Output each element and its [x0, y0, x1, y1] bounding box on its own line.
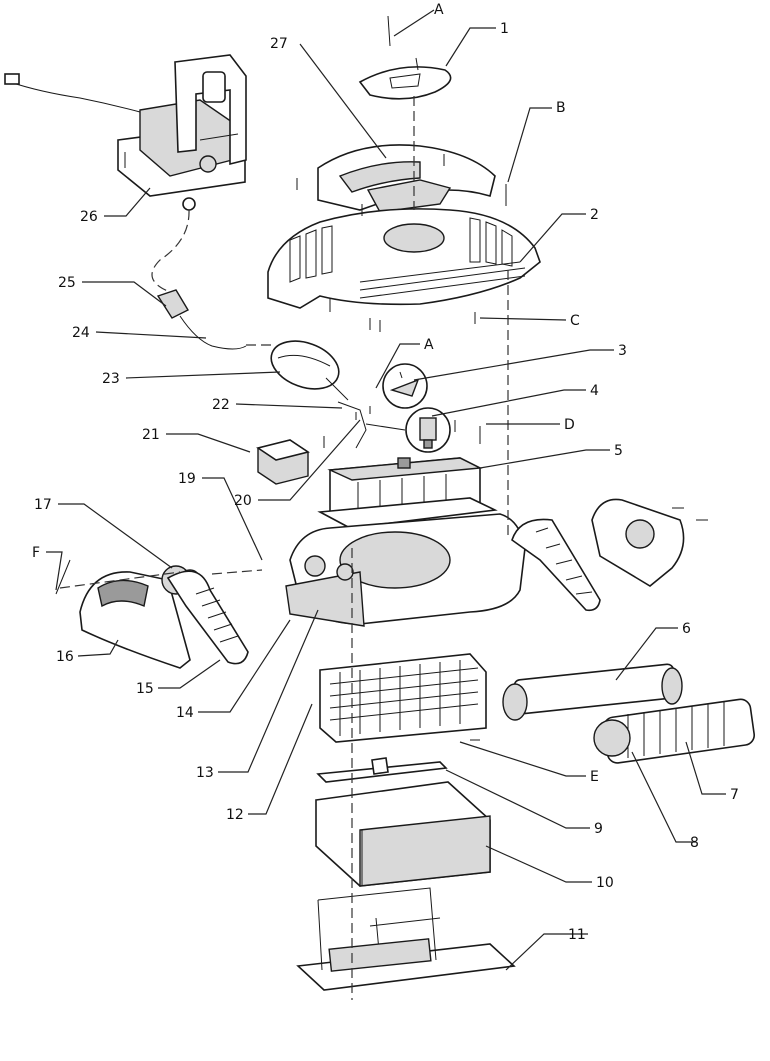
callout-15: 15 [136, 681, 154, 697]
chassis [285, 513, 526, 627]
part-3-bracket [382, 363, 428, 409]
callout-7: 7 [730, 787, 739, 803]
callout-12: 12 [226, 807, 244, 823]
part-4-impeller [405, 407, 451, 453]
callout-20: 20 [234, 493, 252, 509]
callout-2: 2 [590, 207, 599, 223]
part-11-bottom-lid [296, 887, 516, 991]
part-2-top-housing [267, 208, 541, 309]
fasteners [55, 154, 708, 741]
callout-13: 13 [196, 765, 214, 781]
callout-8: 8 [690, 835, 699, 851]
part-6-roller [502, 663, 683, 721]
callout-27: 27 [270, 36, 288, 52]
callout-25: 25 [58, 275, 76, 291]
callout-labels: A 1 27 B 2 26 25 C 24 A 3 23 22 4 D 21 5… [32, 2, 739, 943]
part-24-25-cable [151, 209, 272, 350]
callout-9: 9 [594, 821, 603, 837]
callout-14: 14 [176, 705, 194, 721]
callout-A-mid: A [424, 337, 434, 353]
right-track-and-side [511, 498, 685, 612]
part-23-cover [270, 340, 349, 401]
part-1-top-plate [358, 15, 452, 100]
callout-17: 17 [34, 497, 52, 513]
callout-D: D [564, 417, 575, 433]
callout-F: F [32, 545, 40, 561]
callout-C: C [570, 313, 580, 329]
callout-E: E [590, 769, 599, 785]
part-27-handle [317, 144, 496, 213]
part-26-power-supply [4, 54, 247, 211]
part-5-motor [317, 457, 498, 529]
callout-11: 11 [568, 927, 586, 943]
callout-21: 21 [142, 427, 160, 443]
part-10-bag [315, 781, 491, 887]
callout-4: 4 [590, 383, 599, 399]
part-7-8-brush [593, 698, 755, 764]
callout-10: 10 [596, 875, 614, 891]
callout-22: 22 [212, 397, 230, 413]
callout-23: 23 [102, 371, 120, 387]
assembly-axes [59, 96, 509, 1000]
callout-3: 3 [618, 343, 627, 359]
part-12-13-filter [319, 653, 487, 743]
callout-24: 24 [72, 325, 90, 341]
callout-26: 26 [80, 209, 98, 225]
part-21-block [256, 439, 310, 485]
callout-19: 19 [178, 471, 196, 487]
leader-lines [46, 9, 726, 971]
part-15-left-track [166, 570, 249, 665]
callout-A-top: A [434, 2, 444, 18]
callout-1: 1 [500, 21, 509, 37]
callout-16: 16 [56, 649, 74, 665]
callout-B: B [556, 100, 566, 116]
part-20-22-connector [337, 401, 406, 449]
callout-5: 5 [614, 443, 623, 459]
callout-6: 6 [682, 621, 691, 637]
part-9-bracket [316, 757, 448, 783]
